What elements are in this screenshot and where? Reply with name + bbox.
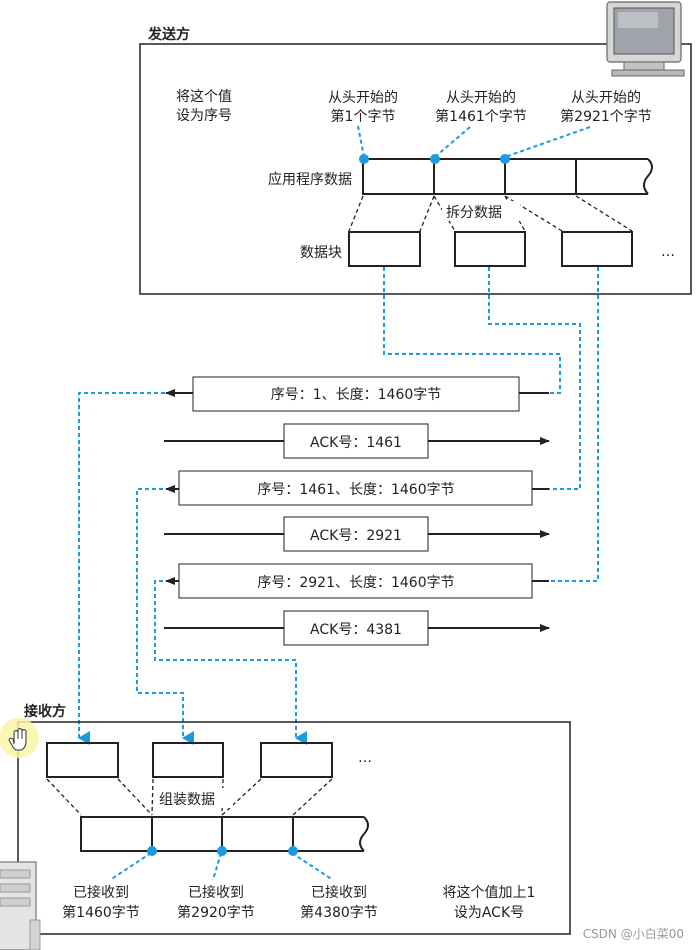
received-label-3-line-2: 第4380字节 bbox=[300, 904, 378, 921]
segment-2-label: 序号：1461、长度：1460字节 bbox=[257, 482, 454, 498]
assembled-data-bar bbox=[80, 816, 369, 852]
sender-title: 发送方 bbox=[147, 26, 190, 43]
end-pointers bbox=[109, 852, 334, 881]
sender-ellipsis: … bbox=[661, 244, 675, 260]
start-dot-2 bbox=[430, 154, 440, 164]
assemble-label: 组装数据 bbox=[159, 792, 215, 808]
receiver-title: 接收方 bbox=[24, 703, 66, 720]
receiver-ellipsis: … bbox=[358, 750, 372, 766]
chunk-2 bbox=[454, 231, 526, 267]
segment-1-label: 序号：1、长度：1460字节 bbox=[271, 387, 442, 403]
split-label: 拆分数据 bbox=[446, 205, 502, 221]
end-dot-3 bbox=[288, 846, 298, 856]
segment-2-box bbox=[178, 470, 533, 506]
app-data-label: 应用程序数据 bbox=[268, 171, 352, 188]
watermark: CSDN @小白菜00 bbox=[583, 926, 684, 941]
received-chunk-2 bbox=[152, 742, 224, 778]
segment-1-box bbox=[192, 376, 520, 412]
receiver-frame bbox=[17, 721, 571, 935]
app-data-bar bbox=[362, 158, 653, 195]
start-dot-1 bbox=[359, 154, 369, 164]
sender-note-line-2: 设为序号 bbox=[176, 108, 232, 124]
start-label-2-line-2: 第1461个字节 bbox=[435, 108, 527, 125]
received-label-1-line-1: 已接收到 bbox=[73, 884, 129, 901]
ack-3-box bbox=[283, 610, 429, 646]
receiver-note-line-1: 将这个值加上1 bbox=[443, 884, 536, 901]
monitor-icon bbox=[606, 1, 685, 77]
received-label-3-line-1: 已接收到 bbox=[311, 884, 367, 901]
split-lines bbox=[348, 195, 633, 232]
received-chunk-1 bbox=[46, 742, 119, 778]
received-chunk-3 bbox=[260, 742, 333, 778]
segment-3-box bbox=[178, 563, 533, 599]
received-label-1-line-2: 第1460字节 bbox=[62, 904, 140, 921]
start-label-3-line-1: 从头开始的 bbox=[571, 90, 641, 106]
sender-note-line-1: 将这个值 bbox=[176, 88, 232, 105]
chunk-3 bbox=[561, 231, 633, 267]
ack-3-label: ACK号：4381 bbox=[310, 622, 402, 638]
assemble-lines bbox=[46, 778, 333, 816]
received-label-2-line-2: 第2920字节 bbox=[177, 904, 255, 921]
ack-1-box bbox=[283, 423, 429, 459]
received-label-2-line-1: 已接收到 bbox=[188, 884, 244, 901]
end-dot-2 bbox=[217, 846, 227, 856]
chunks-label: 数据块 bbox=[300, 245, 342, 261]
ack-1-label: ACK号：1461 bbox=[310, 435, 402, 451]
start-pointers bbox=[357, 125, 591, 158]
segment-3-label: 序号：2921、长度：1460字节 bbox=[257, 575, 454, 591]
start-label-1-line-1: 从头开始的 bbox=[328, 90, 398, 106]
ack-2-label: ACK号：2921 bbox=[310, 528, 402, 544]
sender-frame bbox=[139, 43, 692, 295]
hand-cursor-icon bbox=[0, 718, 39, 758]
ack-2-box bbox=[283, 516, 429, 552]
chunk-1 bbox=[348, 231, 421, 267]
server-icon bbox=[0, 861, 41, 950]
start-dot-3 bbox=[500, 154, 510, 164]
start-label-1-line-2: 第1个字节 bbox=[331, 108, 396, 125]
receiver-note-line-2: 设为ACK号 bbox=[454, 905, 524, 921]
start-label-2-line-1: 从头开始的 bbox=[446, 90, 516, 106]
start-label-3-line-2: 第2921个字节 bbox=[560, 108, 652, 125]
